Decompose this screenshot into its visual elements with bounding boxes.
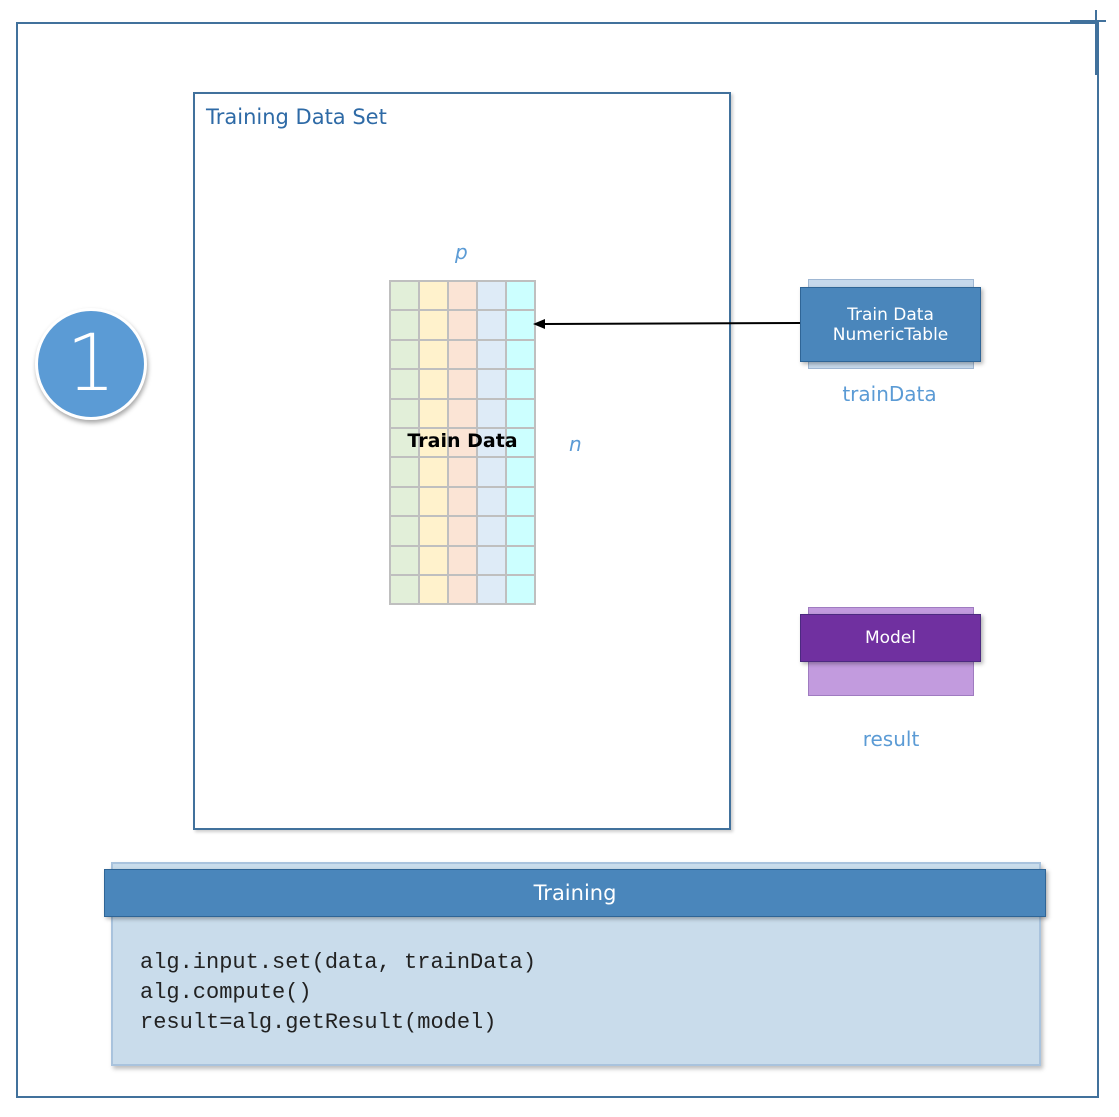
table-cell xyxy=(448,281,477,311)
table-cell xyxy=(477,339,506,370)
table-cell xyxy=(477,486,506,517)
table-cell xyxy=(390,545,419,575)
train-data-name: trainData xyxy=(842,382,937,406)
table-cell xyxy=(419,427,448,458)
corner-mark xyxy=(1095,10,1097,75)
table-cell xyxy=(506,310,535,340)
table-cell xyxy=(390,516,419,546)
table-cell xyxy=(390,310,419,340)
table-cell xyxy=(419,574,448,605)
table-cell xyxy=(419,339,448,370)
table-cell xyxy=(448,516,477,546)
table-cell xyxy=(477,457,506,487)
table-cell xyxy=(506,281,535,311)
table-cell xyxy=(419,457,448,487)
table-cell xyxy=(506,486,535,517)
table-cell xyxy=(506,369,535,399)
result-name: result xyxy=(862,727,920,751)
table-cell xyxy=(390,398,419,428)
table-cell xyxy=(390,339,419,370)
table-cell xyxy=(448,398,477,428)
outer-frame xyxy=(16,22,1099,1098)
table-cell xyxy=(506,516,535,546)
table-cell xyxy=(390,574,419,605)
table-cell xyxy=(419,516,448,546)
table-cell xyxy=(419,545,448,575)
box-line: NumericTable xyxy=(832,324,949,345)
box-line: Train Data xyxy=(847,304,934,325)
table-cell xyxy=(390,281,419,311)
table-cell xyxy=(448,457,477,487)
train-data-label: Train Data xyxy=(407,430,518,452)
table-cell xyxy=(448,427,477,458)
table-cell xyxy=(448,486,477,517)
code-line: result=alg.getResult(model) xyxy=(140,1010,497,1035)
table-cell xyxy=(477,516,506,546)
training-header: Training xyxy=(104,869,1046,917)
table-cell xyxy=(419,281,448,311)
code-line: alg.input.set(data, trainData) xyxy=(140,950,537,975)
table-cell xyxy=(390,457,419,487)
table-cell xyxy=(477,427,506,458)
table-cell xyxy=(390,486,419,517)
table-cell xyxy=(390,427,419,458)
table-cell xyxy=(448,369,477,399)
table-cell xyxy=(448,545,477,575)
n-label: n xyxy=(569,432,582,456)
table-cell xyxy=(506,545,535,575)
step-number-badge: 1 xyxy=(35,308,147,420)
code-line: alg.compute() xyxy=(140,980,312,1005)
table-cell xyxy=(506,427,535,458)
table-cell xyxy=(390,369,419,399)
train-data-numeric-table-box: Train Data NumericTable xyxy=(800,287,981,362)
arrow-icon xyxy=(533,319,801,329)
table-cell xyxy=(419,486,448,517)
train-data-table xyxy=(389,280,536,606)
table-cell xyxy=(419,398,448,428)
corner-mark xyxy=(1070,20,1106,22)
model-box: Model xyxy=(800,614,981,662)
table-cell xyxy=(506,339,535,370)
training-code: alg.input.set(data, trainData) alg.compu… xyxy=(140,948,536,1038)
p-label: p xyxy=(455,240,468,264)
table-cell xyxy=(477,281,506,311)
table-cell xyxy=(506,457,535,487)
table-cell xyxy=(477,369,506,399)
table-cell xyxy=(448,574,477,605)
table-cell xyxy=(506,574,535,605)
table-cell xyxy=(419,369,448,399)
table-cell xyxy=(448,310,477,340)
table-cell xyxy=(506,398,535,428)
table-cell xyxy=(477,545,506,575)
table-cell xyxy=(477,398,506,428)
table-cell xyxy=(448,339,477,370)
table-cell xyxy=(477,574,506,605)
table-cell xyxy=(477,310,506,340)
table-cell xyxy=(419,310,448,340)
panel-title: Training Data Set xyxy=(206,105,387,129)
training-data-set-panel xyxy=(193,92,731,830)
